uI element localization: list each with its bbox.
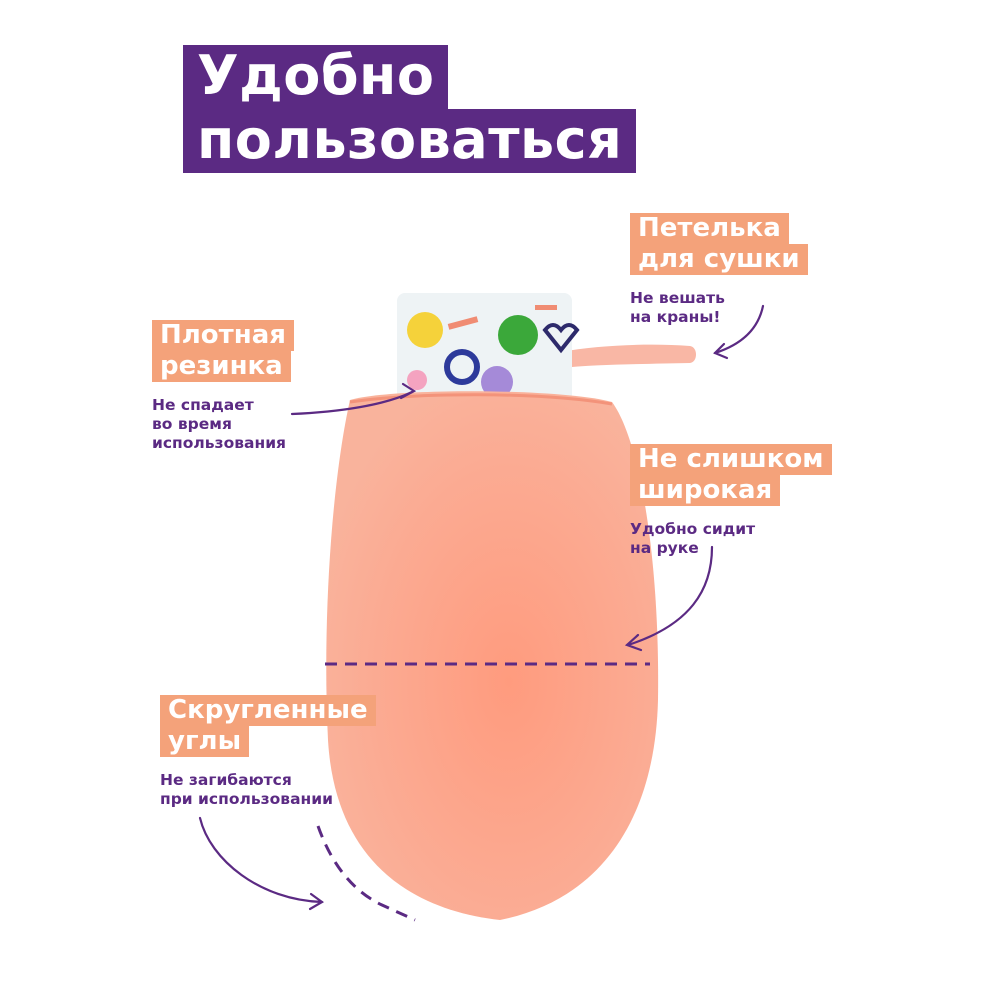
callout-tag: Скругленные (160, 695, 376, 726)
arrow-icon (624, 633, 643, 652)
callout-note: Не загибаются при использовании (160, 771, 333, 808)
page-title: Удобно пользоваться (183, 45, 637, 173)
callout-tag: широкая (630, 475, 781, 506)
callout-width: Не слишком широкая Удобно сидит на руке (630, 444, 832, 558)
arrow-icon (308, 892, 325, 911)
callout-tag: для сушки (630, 244, 808, 275)
arrow-icon (198, 816, 324, 904)
callout-note: Не вешать на краны! (630, 289, 725, 326)
callout-note: Удобно сидит на руке (630, 520, 756, 557)
callout-tag: Петелька (630, 213, 789, 244)
title-line-2: пользоваться (183, 109, 637, 173)
mitten-body (326, 391, 659, 920)
arrow-icon (713, 304, 765, 355)
callout-elastic: Плотная резинка Не спадает во время испо… (152, 320, 294, 453)
arrow-icon (399, 382, 417, 400)
callout-tag: Плотная (152, 320, 294, 351)
callout-rounded-corners: Скругленные углы Не загибаются при испол… (160, 695, 376, 809)
arrow-icon (626, 545, 714, 647)
callout-note: Не спадает во время использования (152, 396, 287, 452)
arrow-icon (713, 342, 729, 360)
callout-tag: резинка (152, 351, 291, 382)
drying-loop (560, 344, 696, 368)
callout-tag: Не слишком (630, 444, 832, 475)
title-line-1: Удобно (183, 45, 449, 109)
callout-drying-loop: Петелька для сушки Не вешать на краны! (630, 213, 808, 327)
dashed-guide-icon (316, 825, 416, 922)
cuff-band (397, 293, 580, 403)
callout-tag: углы (160, 726, 250, 757)
